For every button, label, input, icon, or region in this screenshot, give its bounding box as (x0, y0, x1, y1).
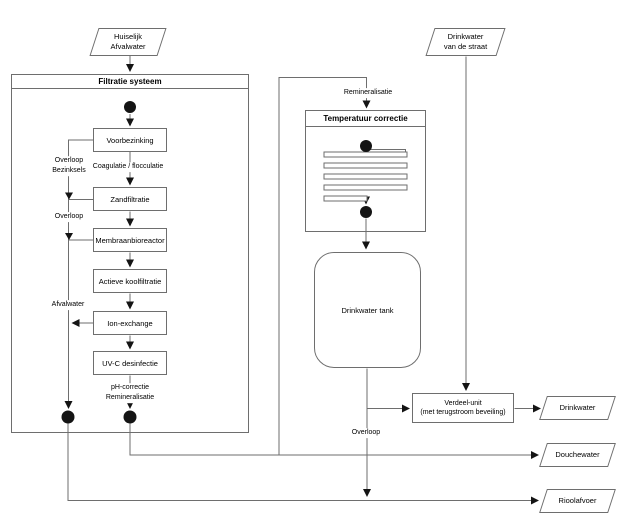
group-title: Temperatuur correctie (306, 111, 425, 127)
node-label: Drinkwater van de straat (443, 32, 488, 51)
group-title: Filtratie systeem (12, 75, 248, 89)
node-label: Actieve koolfiltratie (98, 276, 162, 286)
node-actieve-koolfiltratie: Actieve koolfiltratie (93, 269, 167, 293)
node-label: Douchewater (555, 450, 600, 460)
node-voorbezinking: Voorbezinking (93, 128, 167, 152)
node-label: Voorbezinking (106, 135, 154, 145)
edge-label-overloop: Overloop (53, 212, 85, 222)
node-label: Rioolafvoer (558, 496, 597, 506)
node-label: Zandfiltratie (110, 194, 150, 204)
edge-label-overloop-tank: Overloop (350, 428, 382, 438)
node-output-rioolafvoer: Rioolafvoer (539, 489, 616, 513)
node-huiselijk-afvalwater: Huiselijk Afvalwater (89, 28, 167, 56)
node-zandfiltratie: Zandfiltratie (93, 187, 167, 211)
node-output-douchewater: Douchewater (539, 443, 616, 467)
node-label: UV-C desinfectie (102, 358, 158, 368)
node-label: Drinkwater tank (341, 305, 394, 315)
node-label: Verdeel-unit (met terugstroom beveiling) (420, 399, 506, 416)
edge-waste-to-rioolafvoer (67, 423, 539, 505)
node-drinkwater-tank: Drinkwater tank (314, 252, 421, 368)
node-label: Drinkwater (559, 403, 596, 413)
node-label: Huiselijk Afvalwater (110, 32, 146, 51)
edge-label-overloop-bezinksels: Overloop Bezinksels (51, 156, 87, 176)
node-membraanbioreactor: Membraanbioreactor (93, 228, 167, 252)
edge-label-ph-correctie: pH-correctie Remineralisatie (104, 383, 156, 403)
node-label: Membraanbioreactor (95, 235, 165, 245)
node-verdeel-unit: Verdeel-unit (met terugstroom beveiling) (412, 393, 514, 423)
edge-label-afvalwater: Afvalwater (50, 300, 86, 310)
node-drinkwater-van-de-straat: Drinkwater van de straat (425, 28, 506, 56)
edge-label-coagulatie: Coagulatie / flocculatie (91, 162, 165, 172)
node-output-drinkwater: Drinkwater (539, 396, 616, 420)
node-label: Ion-exchange (107, 318, 153, 328)
node-ion-exchange: Ion-exchange (93, 311, 167, 335)
node-uvc-desinfectie: UV-C desinfectie (93, 351, 167, 375)
edge-label-remineralisatie: Remineralisatie (342, 88, 394, 98)
group-temperatuur-correctie: Temperatuur correctie (305, 110, 426, 232)
